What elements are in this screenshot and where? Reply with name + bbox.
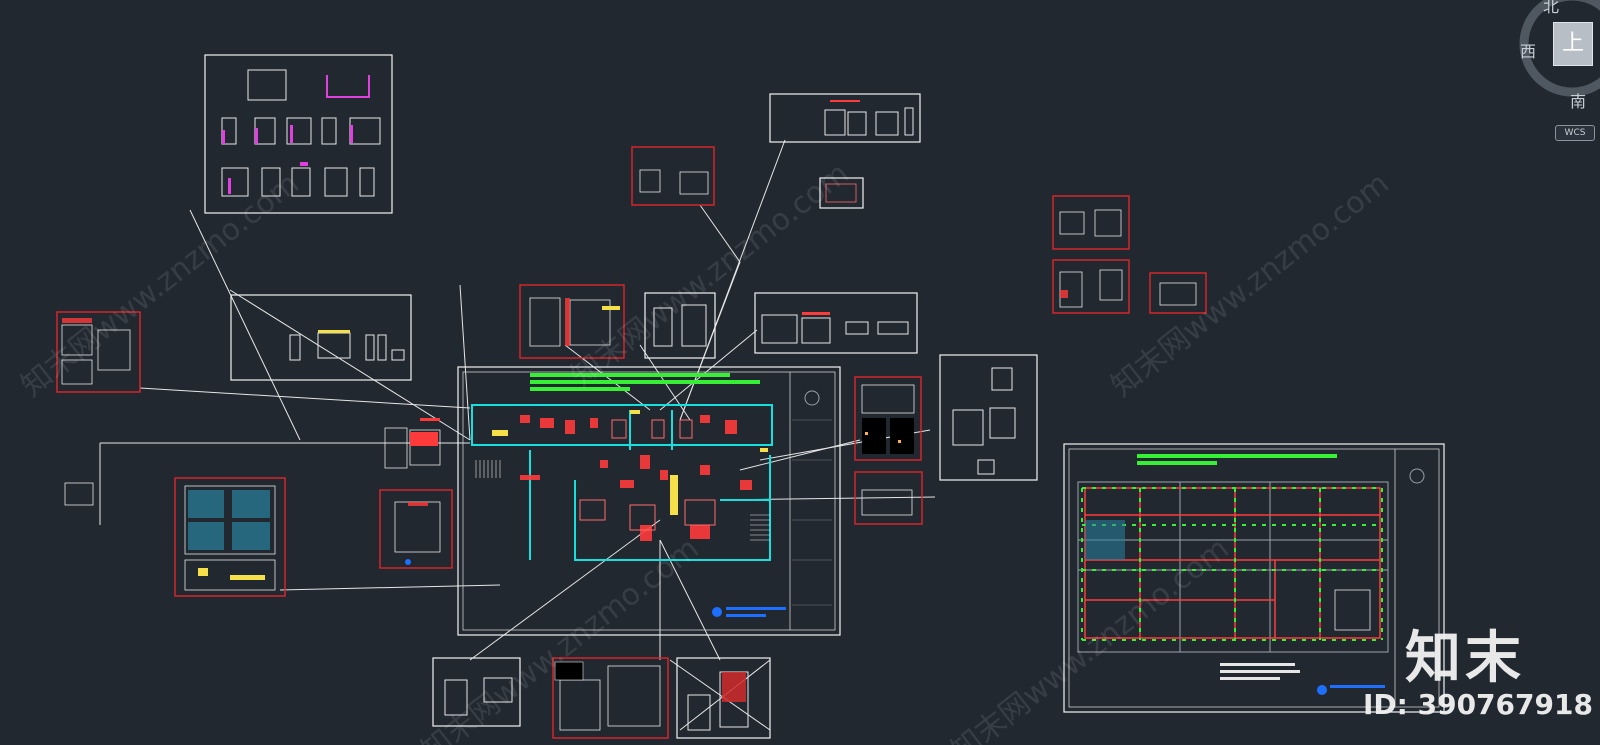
- viewcube-ring[interactable]: [1519, 0, 1600, 97]
- compass-west-label[interactable]: 西: [1520, 42, 1537, 61]
- detail-sheet-bottom-x[interactable]: [676, 657, 771, 739]
- detail-sheet-wardrobe-row[interactable]: [230, 294, 412, 381]
- detail-sheet-bottom-left[interactable]: [432, 657, 521, 727]
- ucs-menu-button[interactable]: WCS: [1555, 125, 1595, 141]
- red-sheet-contents: [61, 169, 1197, 731]
- watermark-id: ID: 390767918: [1363, 688, 1593, 721]
- detail-sheet-small-white[interactable]: [819, 177, 864, 209]
- viewcube-top-face[interactable]: 上: [1553, 22, 1593, 66]
- detail-sheet-wardrobe-center[interactable]: [644, 292, 716, 359]
- second-plan-sheet[interactable]: [1063, 443, 1445, 713]
- red-detail-sheets[interactable]: [56, 146, 1207, 739]
- detail-sheet-cabinet-strip[interactable]: [754, 292, 918, 354]
- compass-south-label[interactable]: 南: [1570, 92, 1587, 111]
- loose-blocks: [64, 427, 441, 506]
- detail-sheet-top-right[interactable]: [769, 93, 921, 143]
- detail-sheet-right-tall[interactable]: [939, 354, 1038, 481]
- loose-red-block: [410, 418, 440, 446]
- navigation-viewcube[interactable]: 北: [1500, 0, 1600, 145]
- detail-sheet-cabinets-overview[interactable]: [204, 54, 393, 214]
- watermark-brand: 知末: [1405, 626, 1525, 691]
- compass-north-label[interactable]: 北: [1543, 0, 1560, 16]
- main-plan-sheet[interactable]: [457, 366, 841, 636]
